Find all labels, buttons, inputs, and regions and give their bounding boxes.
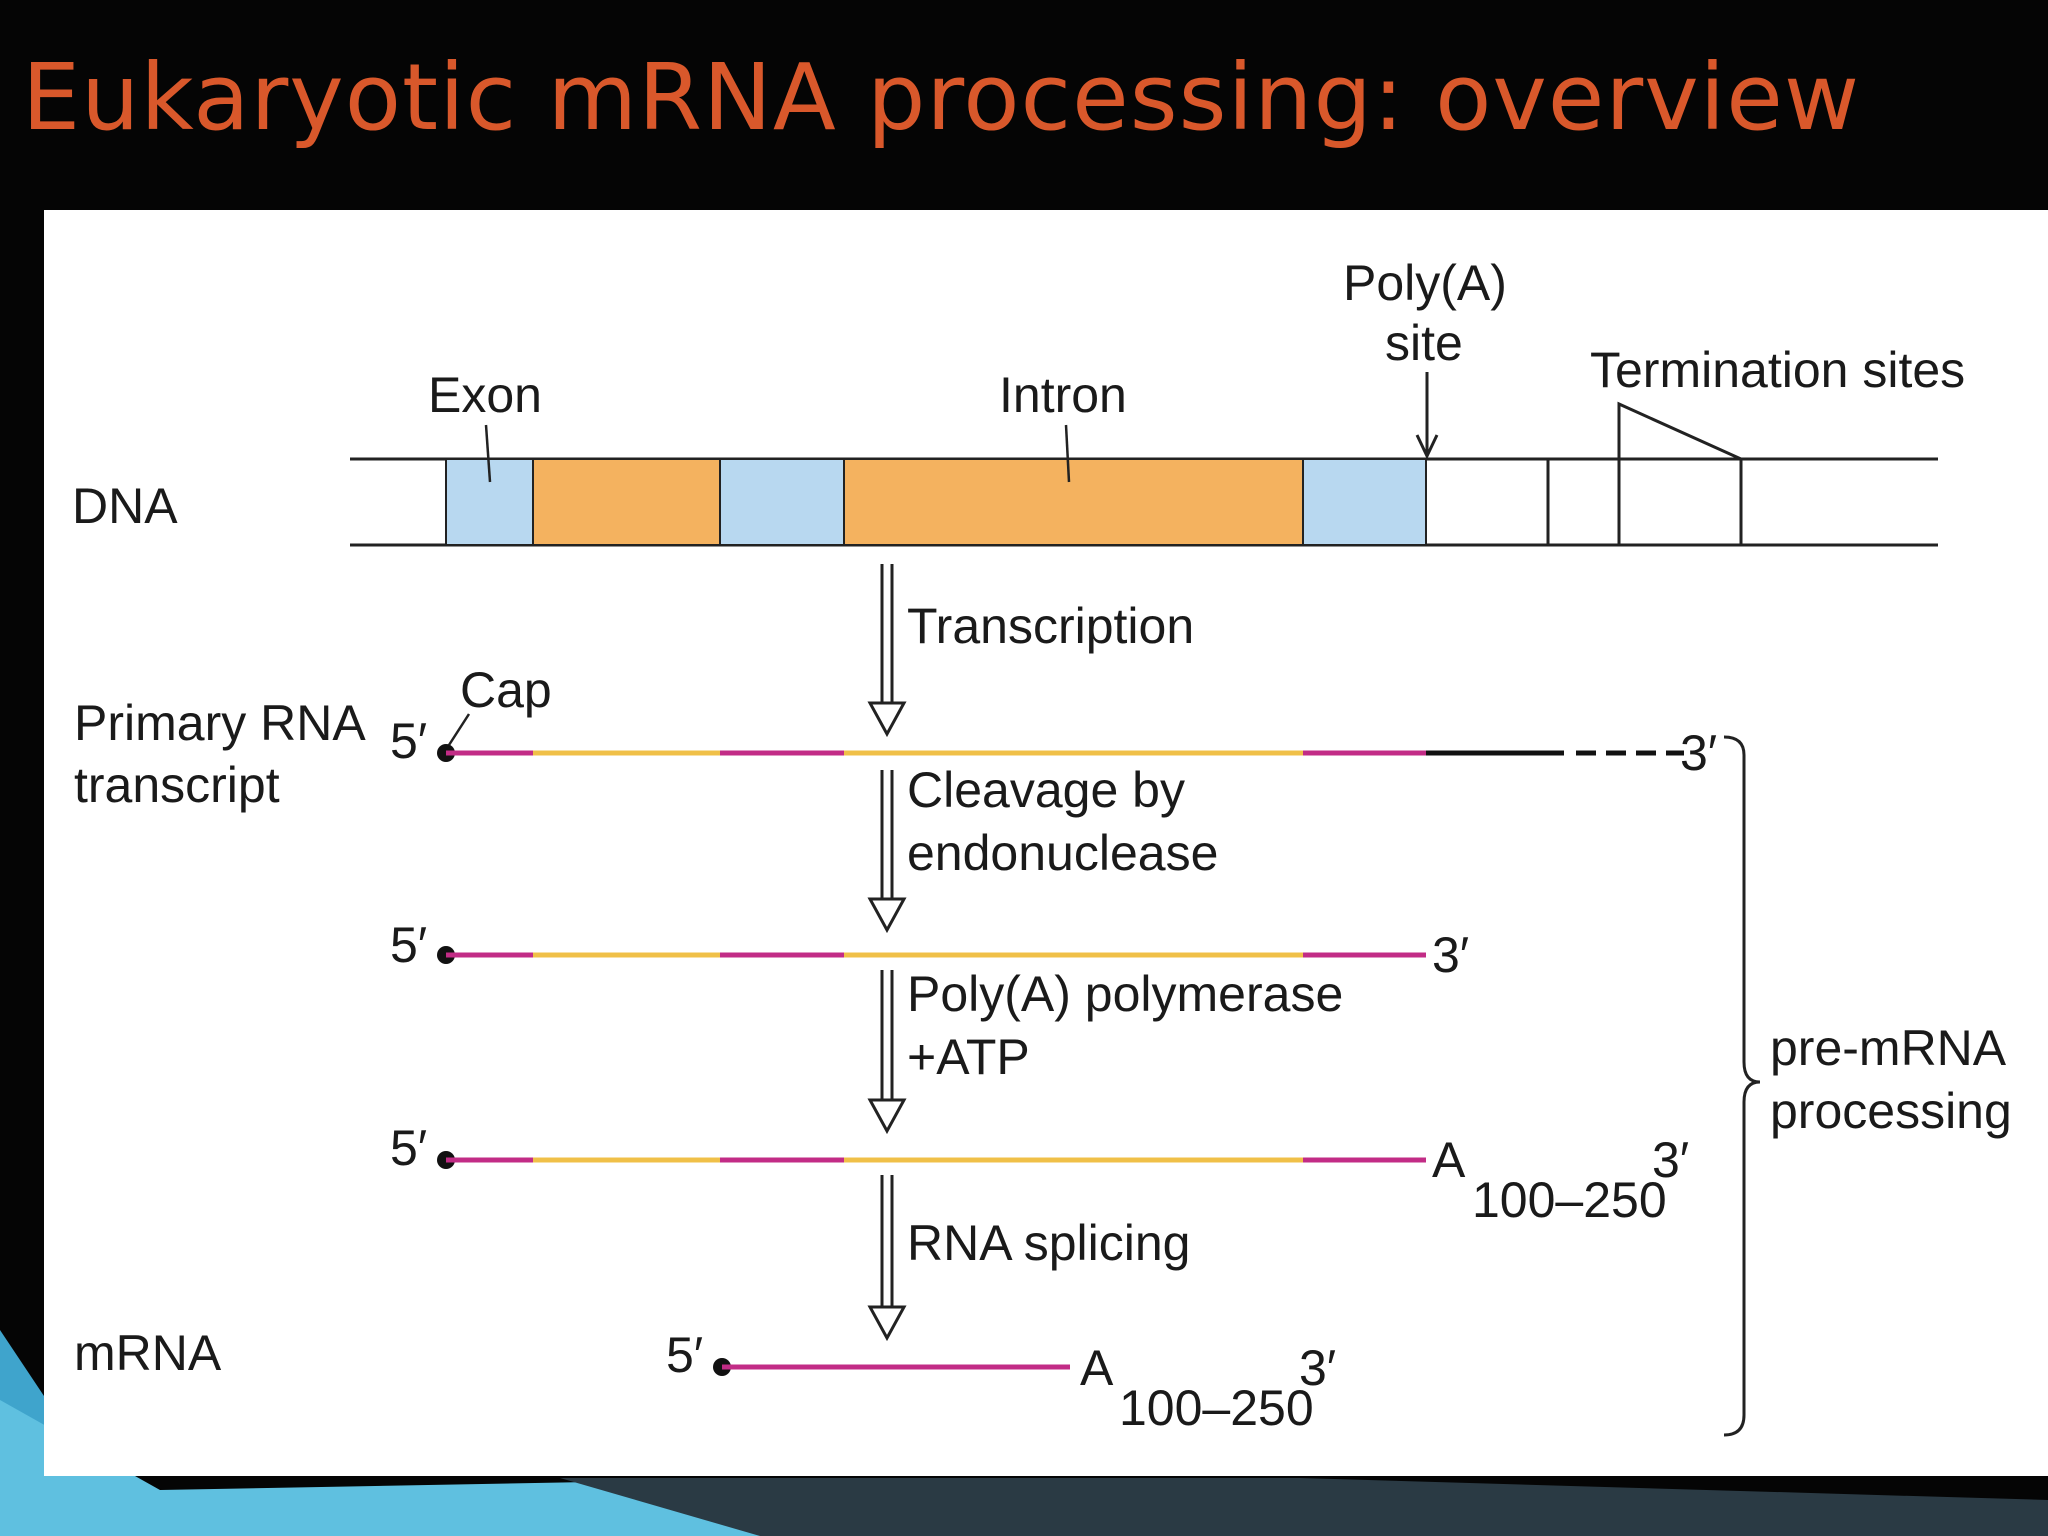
dna-row-label: DNA	[72, 478, 178, 534]
cleaved-three-prime: 3′	[1432, 927, 1469, 983]
transcription-arrow	[867, 564, 907, 738]
polyadenylated-poly-a: A	[1432, 1132, 1466, 1188]
intron-leader	[1064, 424, 1071, 483]
polyadenylated-three-prime: 3′	[1652, 1132, 1689, 1188]
dna-intron-1	[532, 458, 721, 546]
polya-site-arrow	[1415, 372, 1439, 460]
primary-three-prime: 3′	[1680, 725, 1717, 781]
exon-label: Exon	[428, 367, 542, 423]
step-polyadenylation-line2: +ATP	[907, 1029, 1030, 1085]
dna-row: DNA Exon Intron Poly(A) site Termination…	[72, 255, 1965, 547]
polyadenylated-transcript-row: 5′ A 100–250 3′	[390, 1120, 1689, 1228]
step-cleavage-line2: endonuclease	[907, 825, 1218, 881]
corner-swoosh-dark	[560, 1478, 2048, 1536]
slide-title: Eukaryotic mRNA processing: overview	[22, 44, 1861, 151]
bracket-label-line1: pre-mRNA	[1770, 1020, 2007, 1076]
mrna-row-label: mRNA	[74, 1325, 222, 1381]
step-transcription: Transcription	[907, 598, 1194, 654]
step-rna-splicing: RNA splicing	[907, 1215, 1190, 1271]
primary-transcript-row: Primary RNA transcript 5′ Cap 3′	[74, 662, 1717, 813]
mrna-three-prime: 3′	[1299, 1340, 1336, 1396]
polyadenylated-five-prime: 5′	[390, 1120, 427, 1176]
mrna-poly-a-length: 100–250	[1119, 1380, 1314, 1436]
polyadenylated-poly-a-length: 100–250	[1472, 1172, 1667, 1228]
pre-mrna-processing-bracket	[1723, 735, 1761, 1437]
cap-label: Cap	[460, 662, 552, 718]
mrna-poly-a: A	[1080, 1340, 1114, 1396]
polya-site-label-line2: site	[1385, 315, 1463, 371]
primary-five-prime: 5′	[390, 713, 427, 769]
primary-label-line2: transcript	[74, 757, 280, 813]
dna-intron-2	[843, 458, 1304, 546]
bracket-label-line2: processing	[1770, 1083, 2012, 1139]
cleavage-arrow	[867, 770, 907, 934]
primary-label-line1: Primary RNA	[74, 695, 366, 751]
splicing-arrow	[867, 1175, 907, 1342]
mrna-row: mRNA 5′ A 100–250 3′	[74, 1325, 1336, 1436]
polya-site-label-line1: Poly(A)	[1343, 255, 1507, 311]
step-polyadenylation-line1: Poly(A) polymerase	[907, 966, 1343, 1022]
dna-exon-2	[719, 458, 845, 546]
cap-leader	[447, 713, 471, 746]
exon-leader	[484, 424, 492, 483]
polyadenylation-arrow	[867, 970, 907, 1135]
dna-exon-3	[1302, 458, 1427, 546]
intron-label: Intron	[999, 367, 1127, 423]
diagram-panel: DNA Exon Intron Poly(A) site Termination…	[44, 210, 2048, 1476]
termination-sites-wedge	[1617, 401, 1742, 461]
step-cleavage-line1: Cleavage by	[907, 762, 1185, 818]
termination-sites-label: Termination sites	[1590, 342, 1965, 398]
mrna-five-prime: 5′	[666, 1327, 703, 1383]
cleaved-transcript-row: 5′ 3′	[390, 917, 1469, 983]
cleaved-five-prime: 5′	[390, 917, 427, 973]
